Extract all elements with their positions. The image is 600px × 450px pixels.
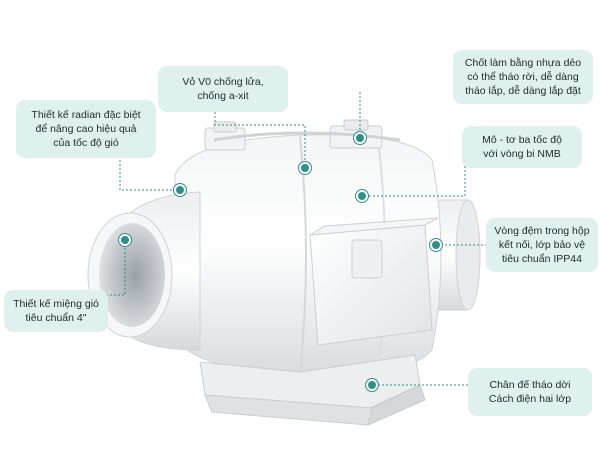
mouth-anchor-dot bbox=[119, 234, 131, 246]
clip-anchor-dot bbox=[354, 132, 366, 144]
base-anchor-dot bbox=[366, 379, 378, 391]
callout-removable-base: Chân đế tháo dời Cách điện hai lớp bbox=[468, 368, 592, 416]
radian-anchor-dot bbox=[174, 184, 186, 196]
gasket-anchor-dot bbox=[430, 239, 442, 251]
junction-box bbox=[309, 217, 439, 346]
callout-plastic-clip: Chốt làm bằng nhựa dẻo có thể tháo rời, … bbox=[453, 50, 593, 104]
base-stand bbox=[199, 354, 426, 426]
callout-radian-design: Thiết kế radian đặc biệt để nâng cao hiệ… bbox=[16, 100, 156, 158]
callout-fire-resistant-housing: Vỏ V0 chống lửa, chống a-xit bbox=[158, 66, 288, 112]
inlet-pipe bbox=[87, 191, 201, 351]
callout-gasket-ip44: Vòng đệm trong hộp kết nối, lớp bảo vệ t… bbox=[486, 218, 598, 272]
motor-anchor-dot bbox=[356, 190, 368, 202]
housing-anchor-dot bbox=[299, 162, 311, 174]
callout-air-mouth: Thiết kế miệng gió tiêu chuẩn 4" bbox=[4, 290, 108, 332]
callout-three-speed-motor: Mô - tơ ba tốc độ với vòng bi NMB bbox=[462, 126, 582, 168]
